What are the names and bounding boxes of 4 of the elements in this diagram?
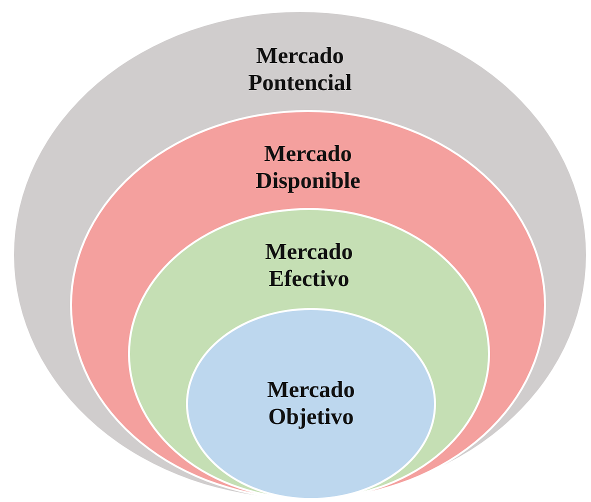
market-label: Mercado Pontencial [247, 42, 353, 96]
market-label: Mercado Disponible [254, 140, 362, 194]
market-label: Mercado Objetivo [266, 376, 356, 430]
market-label: Mercado Efectivo [264, 238, 354, 292]
